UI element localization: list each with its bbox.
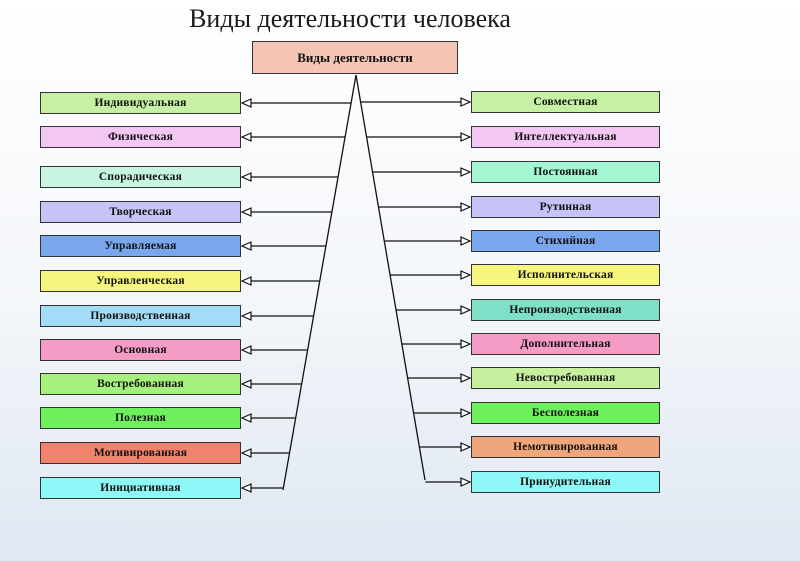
right-node: Рутинная [471,196,660,218]
right-node: Невостребованная [471,367,660,389]
arrowhead-icon [460,339,472,349]
arrowhead-icon [240,413,252,423]
arrowhead-icon [240,241,252,251]
arrowhead-icon [240,98,252,108]
right-node: Интеллектуальная [471,126,660,148]
arrowhead-icon [460,270,472,280]
right-node: Принудительная [471,471,660,493]
arrowhead-icon [240,207,252,217]
root-node: Виды деятельности [252,41,458,74]
left-node: Производственная [40,305,241,327]
arrowhead-icon [460,132,472,142]
arrowhead-icon [460,236,472,246]
left-node: Индивидуальная [40,92,241,114]
arrowhead-icon [460,167,472,177]
right-node: Бесполезная [471,402,660,424]
arrowhead-icon [240,345,252,355]
arrowhead-icon [460,202,472,212]
trunk-line-left [282,74,357,491]
left-node: Инициативная [40,477,241,499]
arrowhead-icon [240,483,252,493]
left-node: Основная [40,339,241,361]
left-node: Спорадическая [40,166,241,188]
left-node: Управленческая [40,270,241,292]
left-node: Полезная [40,407,241,429]
diagram-title: Виды деятельности человека [189,4,511,33]
left-node: Управляемая [40,235,241,257]
arrowhead-icon [240,311,252,321]
right-node: Дополнительная [471,333,660,355]
arrowhead-icon [240,132,252,142]
left-node: Физическая [40,126,241,148]
arrowhead-icon [460,477,472,487]
arrowhead-icon [240,276,252,286]
right-node: Непроизводственная [471,299,660,321]
trunk-line-right [355,74,426,481]
left-node: Творческая [40,201,241,223]
right-node: Стихийная [471,230,660,252]
right-node: Постоянная [471,161,660,183]
arrowhead-icon [460,442,472,452]
left-node: Востребованная [40,373,241,395]
arrowhead-icon [240,448,252,458]
arrowhead-icon [460,97,472,107]
left-node: Мотивированная [40,442,241,464]
right-node: Исполнительская [471,264,660,286]
arrowhead-icon [460,373,472,383]
arrowhead-icon [240,379,252,389]
arrowhead-icon [240,172,252,182]
arrowhead-icon [460,305,472,315]
right-node: Немотивированная [471,436,660,458]
arrowhead-icon [460,408,472,418]
right-node: Совместная [471,91,660,113]
